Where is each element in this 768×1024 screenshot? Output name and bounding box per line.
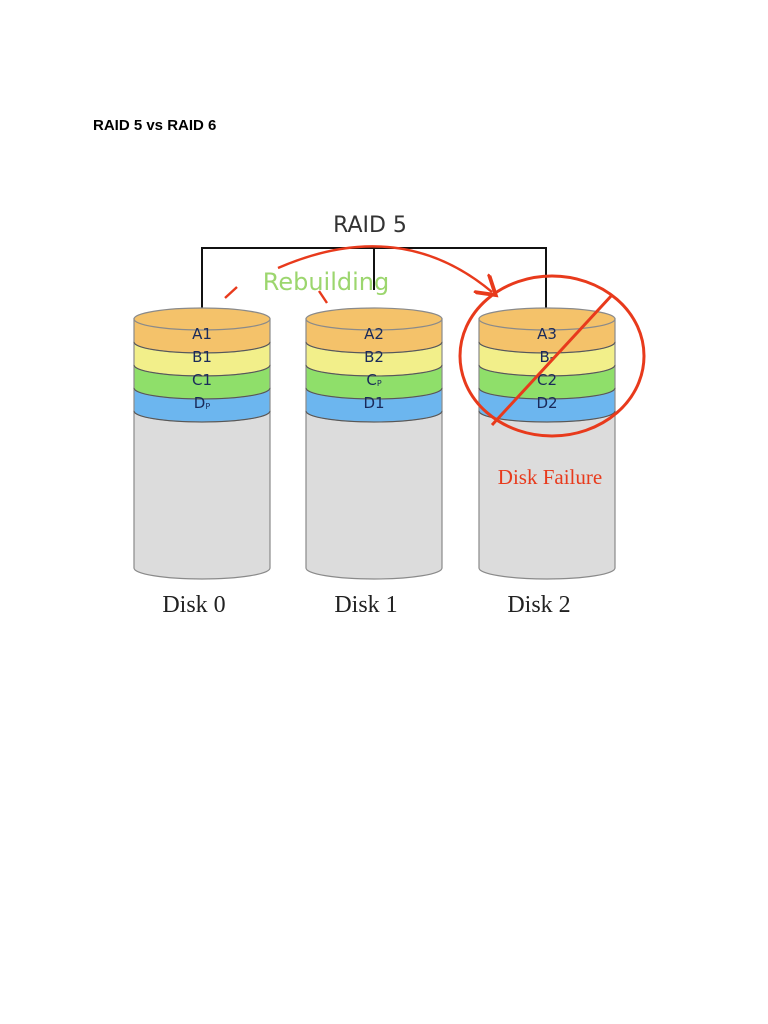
block-label: A3 [537,325,557,343]
failure-slash [490,293,614,427]
band-divider [305,410,443,423]
disk-name: Disk 2 [507,592,570,618]
block-label: C1 [192,371,212,389]
raid-level-label: RAID 5 [333,213,407,238]
band-divider [133,387,271,400]
band-divider [133,364,271,377]
block-label: B2 [364,348,384,366]
band-divider [305,387,443,400]
disk-top [478,307,616,331]
failure-circle [458,274,646,438]
band-divider [133,410,271,423]
band-divider [478,410,616,423]
block-label: A2 [364,325,384,343]
raid-bracket [201,247,547,312]
disk-2: A3BPC2D2Disk 2 [478,307,616,618]
band-divider [305,364,443,377]
band-divider [478,341,616,354]
disk-failure-label: Disk Failure [498,465,602,489]
block-label: A1 [192,325,212,343]
block-label: DP [194,394,211,412]
disk-top [305,307,443,331]
band-divider [478,364,616,377]
rebuilding-label: Rebuilding [263,268,390,296]
rebuild-tick-left [224,286,238,299]
rebuild-arrow [277,245,492,292]
disk-name: Disk 0 [162,592,225,618]
disk-body [305,410,443,580]
band-divider [478,387,616,400]
rebuild-tick-right [318,290,328,304]
band-divider [305,341,443,354]
disk-body [478,410,616,580]
band-divider [133,341,271,354]
page-title: RAID 5 vs RAID 6 [93,117,217,134]
block-label: D2 [536,394,557,412]
block-label: D1 [363,394,384,412]
disk-body [133,410,271,580]
disk-name: Disk 1 [334,592,397,618]
block-label: CP [366,371,381,389]
disk-top [133,307,271,331]
block-label: C2 [537,371,557,389]
block-label: B1 [192,348,212,366]
